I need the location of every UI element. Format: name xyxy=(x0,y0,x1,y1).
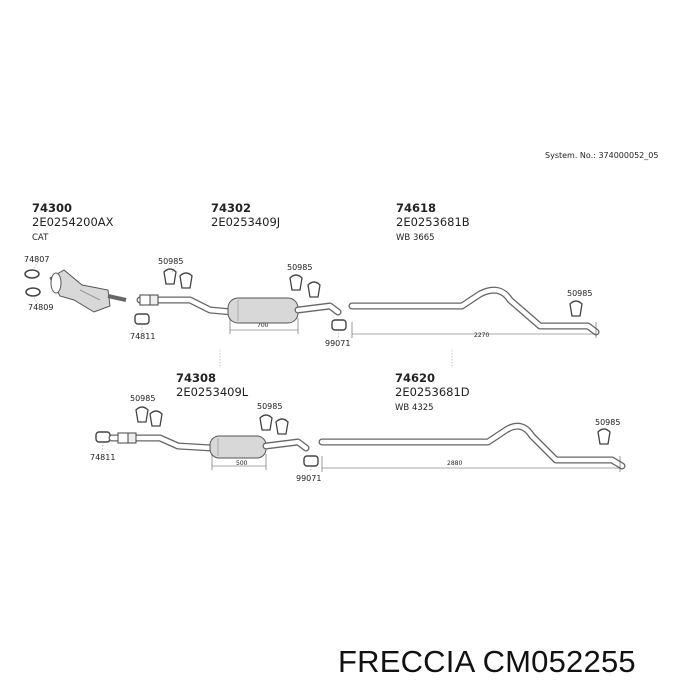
cat-oem-code: 2E0254200AX xyxy=(32,215,114,229)
flange-bottom xyxy=(117,432,137,444)
hangers-top-b xyxy=(289,274,321,298)
hanger-label-a: 50985 xyxy=(158,257,183,266)
catalytic-converter xyxy=(49,269,127,313)
rear-wheelbase: WB 3665 xyxy=(396,233,435,243)
middle-part-number-alt: 74308 xyxy=(176,371,216,385)
rear-length-label-alt: 2880 xyxy=(447,460,462,467)
middle-oem-code: 2E0253409J xyxy=(211,215,280,229)
middle-oem-code-alt: 2E0253409L xyxy=(176,385,249,399)
hangers-top-a xyxy=(163,265,193,289)
hangers-bottom-b xyxy=(259,414,289,435)
front-clamp-top xyxy=(134,313,150,332)
front-clamp-bottom xyxy=(95,431,111,453)
system-number: System. No.: 374000052_05 xyxy=(545,151,658,160)
hanger-label-a-alt: 50985 xyxy=(130,394,155,403)
middle-muffler-top xyxy=(227,297,299,324)
clamp-label: 74811 xyxy=(130,332,155,341)
middle-muffler-bottom xyxy=(209,435,267,459)
rear-part-number: 74618 xyxy=(396,201,436,215)
clamp-label-alt: 74811 xyxy=(90,453,115,462)
dimension-top-rear xyxy=(351,322,597,338)
hanger-label-c: 50985 xyxy=(567,289,592,298)
dimension-bottom-muffler xyxy=(211,454,267,470)
clamp-mid-label: 99071 xyxy=(325,339,350,348)
dimension-bottom-rear xyxy=(321,456,621,472)
cat-note: CAT xyxy=(32,233,49,243)
muffler-length-label-alt: 500 xyxy=(236,460,248,467)
muffler-length-label: 700 xyxy=(257,322,269,329)
gasket-label: 74807 xyxy=(24,255,49,264)
clamp-mid-top xyxy=(331,319,347,339)
rear-part-number-alt: 74620 xyxy=(395,371,435,385)
clamp-mid-bottom xyxy=(303,455,319,473)
hanger-top-c xyxy=(569,300,583,317)
hangers-bottom-a xyxy=(135,406,163,427)
rear-oem-code-alt: 2E0253681D xyxy=(395,385,470,399)
middle-part-number: 74302 xyxy=(211,201,251,215)
brand-part-label: FRECCIA CM052255 xyxy=(338,644,636,679)
gasket2-label: 74809 xyxy=(28,303,53,312)
hanger-label-c-alt: 50985 xyxy=(595,418,620,427)
rear-length-label: 2270 xyxy=(474,332,489,339)
hanger-label-b-alt: 50985 xyxy=(257,402,282,411)
flange-top xyxy=(139,294,159,306)
hanger-label-b: 50985 xyxy=(287,263,312,272)
rear-wheelbase-alt: WB 4325 xyxy=(395,403,434,413)
hanger-bottom-c xyxy=(597,428,611,445)
dimension-top-muffler xyxy=(229,318,299,334)
rear-oem-code: 2E0253681B xyxy=(396,215,470,229)
gasket-ring-top xyxy=(24,261,41,305)
clamp-mid-label-alt: 99071 xyxy=(296,474,321,483)
cat-part-number: 74300 xyxy=(32,201,72,215)
